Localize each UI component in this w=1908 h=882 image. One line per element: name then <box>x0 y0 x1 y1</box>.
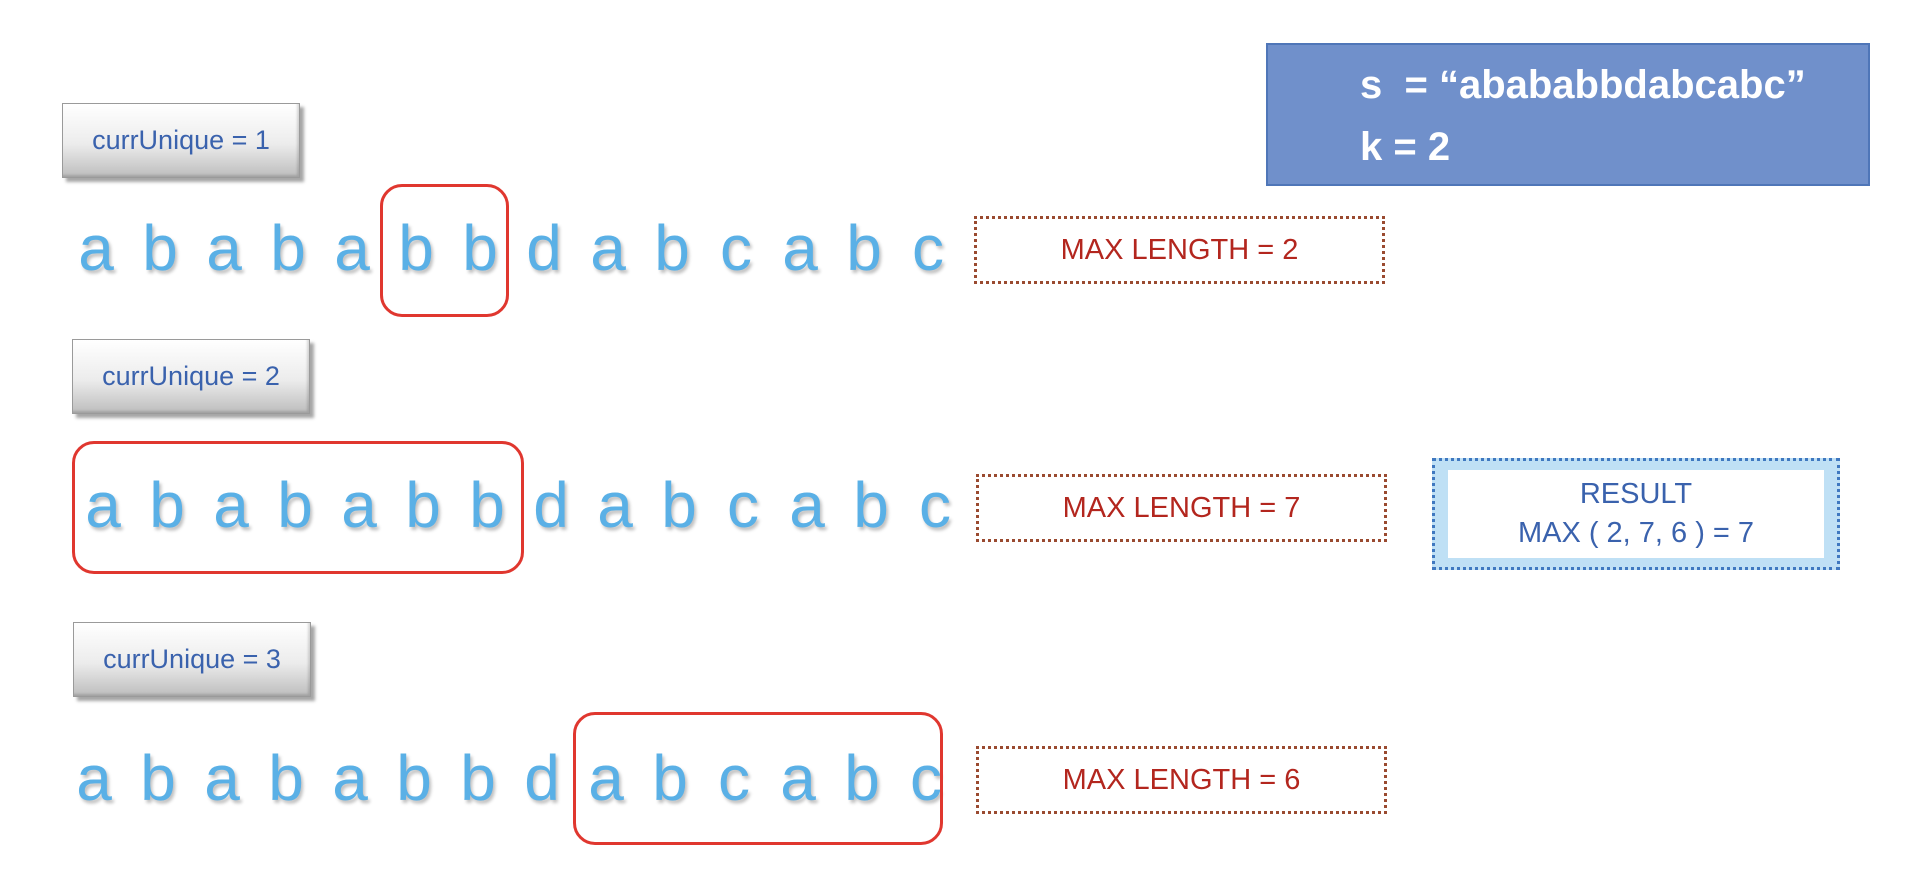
letter: a <box>590 212 626 284</box>
letter: a <box>588 742 624 814</box>
result-box: RESULT MAX ( 2, 7, 6 ) = 7 <box>1432 458 1840 570</box>
letter: d <box>526 212 562 284</box>
letter: b <box>277 469 313 541</box>
result-expression: MAX ( 2, 7, 6 ) = 7 <box>1517 517 1755 549</box>
letter: b <box>844 742 880 814</box>
string-definition: s = “abababbdabcabc” <box>1360 63 1806 107</box>
max-length-box-3: MAX LENGTH = 6 <box>976 746 1387 814</box>
letter: c <box>727 469 759 541</box>
letter: a <box>789 469 825 541</box>
curr-unique-label-2: currUnique = 2 <box>72 339 310 414</box>
k-definition: k = 2 <box>1360 125 1451 169</box>
curr-unique-label-3: currUnique = 3 <box>73 622 311 697</box>
letter: c <box>910 742 942 814</box>
letter: a <box>332 742 368 814</box>
letter: a <box>597 469 633 541</box>
letter: a <box>78 212 114 284</box>
letter: b <box>853 469 889 541</box>
result-title: RESULT <box>1579 478 1693 510</box>
letter: b <box>460 742 496 814</box>
letter: d <box>524 742 560 814</box>
letter: d <box>533 469 569 541</box>
letter: b <box>149 469 185 541</box>
letter: a <box>782 212 818 284</box>
letter: c <box>720 212 752 284</box>
letter: a <box>85 469 121 541</box>
letter: b <box>140 742 176 814</box>
letter: b <box>469 469 505 541</box>
letter: b <box>396 742 432 814</box>
letter: b <box>405 469 441 541</box>
input-info-box: s = “abababbdabcabc” k = 2 <box>1266 43 1870 186</box>
result-panel: RESULT MAX ( 2, 7, 6 ) = 7 <box>1448 470 1824 558</box>
window-highlight-2 <box>72 441 524 574</box>
letter: a <box>334 212 370 284</box>
letter: b <box>398 212 434 284</box>
letter: b <box>846 212 882 284</box>
letter: b <box>654 212 690 284</box>
curr-unique-label-1: currUnique = 1 <box>62 103 300 178</box>
letter: b <box>268 742 304 814</box>
letter: a <box>204 742 240 814</box>
letter: a <box>76 742 112 814</box>
letter: c <box>919 469 951 541</box>
letter: c <box>718 742 750 814</box>
window-highlight-3 <box>573 712 943 845</box>
letter: c <box>912 212 944 284</box>
max-length-box-2: MAX LENGTH = 7 <box>976 474 1387 542</box>
letter: b <box>661 469 697 541</box>
window-highlight-1 <box>380 184 509 317</box>
letter: a <box>213 469 249 541</box>
letter: a <box>780 742 816 814</box>
letter: b <box>270 212 306 284</box>
letter: b <box>652 742 688 814</box>
letter: a <box>206 212 242 284</box>
letter: b <box>142 212 178 284</box>
max-length-box-1: MAX LENGTH = 2 <box>974 216 1385 284</box>
letter: a <box>341 469 377 541</box>
letter: b <box>462 212 498 284</box>
